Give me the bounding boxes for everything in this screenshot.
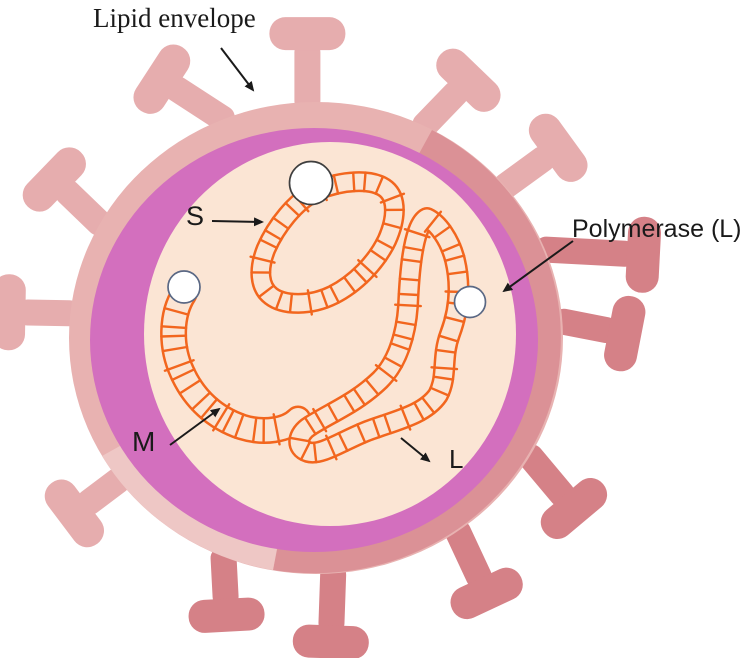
polymerase-circle-1 bbox=[288, 160, 334, 206]
glycoprotein-spike-7 bbox=[534, 216, 662, 293]
glycoprotein-spike-3 bbox=[133, 44, 235, 132]
glycoprotein-spike-12 bbox=[188, 546, 265, 633]
lipid-envelope-label: Lipid envelope bbox=[93, 3, 256, 33]
glycoprotein-spike-13 bbox=[44, 468, 131, 548]
segment-s-arrow bbox=[211, 217, 264, 227]
glycoprotein-spike-2 bbox=[22, 147, 112, 236]
segment-l-label: L bbox=[449, 444, 464, 474]
glycoprotein-spike-4 bbox=[269, 17, 346, 113]
glycoprotein-spike-11 bbox=[292, 563, 369, 658]
polymerase-circle-2 bbox=[167, 270, 201, 304]
glycoprotein-spike-5 bbox=[412, 48, 501, 138]
polymerase-label: Polymerase (L) bbox=[572, 215, 742, 243]
segment-m-label: M bbox=[132, 426, 156, 457]
segment-s-label: S bbox=[186, 201, 205, 231]
glycoprotein-spike-8 bbox=[552, 295, 646, 372]
glycoprotein-spike-9 bbox=[518, 444, 608, 539]
glycoprotein-spike-6 bbox=[493, 113, 588, 199]
glycoprotein-spike-1 bbox=[0, 274, 81, 351]
segment-m-arrow bbox=[169, 407, 221, 446]
segment-l-arrow bbox=[400, 437, 431, 463]
rna-segment-m bbox=[160, 280, 312, 446]
polymerase-arrow bbox=[502, 240, 574, 293]
lipid-envelope-arrow bbox=[220, 47, 255, 92]
polymerase-circle-3 bbox=[453, 285, 487, 319]
glycoprotein-spike-10 bbox=[445, 520, 523, 620]
rna-segment-s bbox=[249, 171, 406, 316]
